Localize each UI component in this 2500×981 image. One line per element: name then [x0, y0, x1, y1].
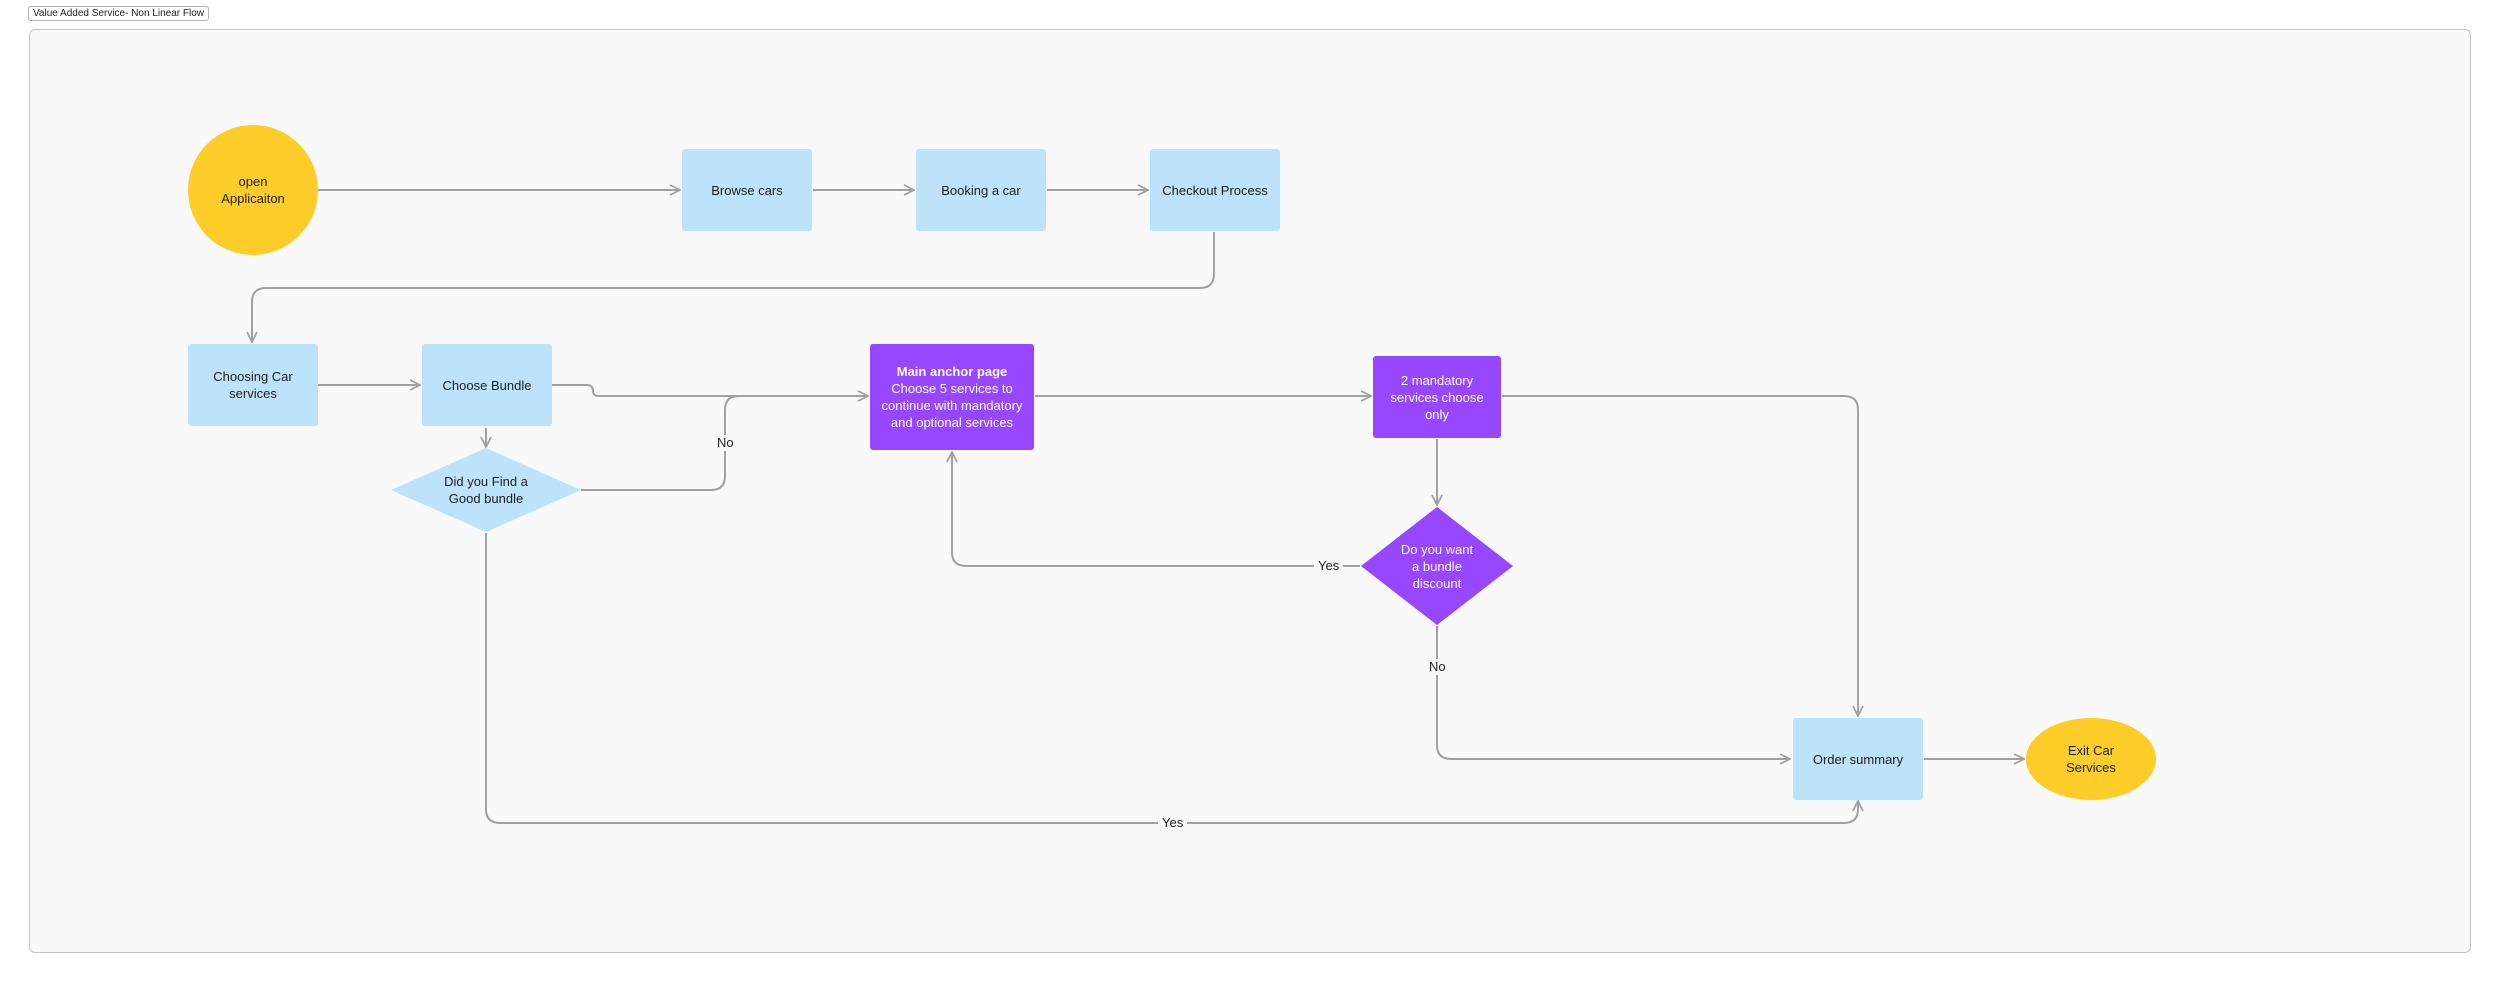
decision-bundle-discount-shape[interactable]: [1361, 507, 1513, 625]
edge-label-yes-discount: Yes: [1314, 558, 1344, 574]
edge-label-no-bundle: No: [713, 435, 738, 451]
node-open-application[interactable]: open Applicaiton: [188, 125, 318, 255]
node-open-application-label: open Applicaiton: [221, 174, 285, 206]
node-choose-bundle[interactable]: Choose Bundle: [422, 344, 552, 426]
node-exit-car-services-label: Exit Car Services: [2066, 743, 2116, 775]
node-booking-a-car-label: Booking a car: [941, 182, 1021, 198]
node-checkout-process-label: Checkout Process: [1162, 182, 1268, 198]
edge-mandatory-to-summary: [1502, 395, 1858, 716]
node-browse-cars-label: Browse cars: [711, 182, 783, 198]
node-choose-bundle-label: Choose Bundle: [442, 377, 532, 393]
node-browse-cars[interactable]: Browse cars: [682, 149, 812, 231]
edge-discount-yes-to-anchor: [952, 452, 1360, 567]
edge-question-yes-to-summary: [485, 533, 1858, 824]
node-exit-car-services[interactable]: Exit Car Services: [2026, 718, 2156, 800]
node-main-anchor-page[interactable]: Main anchor page Choose 5 services to co…: [870, 344, 1034, 450]
node-main-anchor-title: Main anchor page: [896, 364, 1008, 379]
frame-title[interactable]: Value Added Service- Non Linear Flow: [28, 6, 210, 21]
edge-bundle-to-anchor: [551, 384, 868, 396]
node-two-mandatory-label: 2 mandatory services choose only: [1390, 372, 1484, 422]
node-did-you-find-label: Did you Find a Good bundle: [444, 474, 528, 506]
node-order-summary[interactable]: Order summary: [1793, 718, 1923, 800]
node-choosing-car-services[interactable]: Choosing Car services: [188, 344, 318, 426]
node-main-anchor-body: Choose 5 services to continue with manda…: [881, 381, 1023, 430]
node-order-summary-label: Order summary: [1812, 751, 1904, 767]
node-checkout-process[interactable]: Checkout Process: [1150, 149, 1280, 231]
edge-checkout-to-choosing: [252, 232, 1215, 342]
edge-question-no-to-anchor: [581, 395, 740, 491]
edge-discount-no-to-summary: [1436, 626, 1790, 759]
node-booking-a-car[interactable]: Booking a car: [916, 149, 1046, 231]
edge-label-no-discount: No: [1425, 659, 1450, 675]
node-two-mandatory[interactable]: 2 mandatory services choose only: [1373, 356, 1501, 438]
node-choosing-car-services-label: Choosing Car services: [213, 369, 293, 401]
decision-did-you-find-shape[interactable]: [391, 448, 581, 532]
node-bundle-discount-label: Do you want a bundle discount: [1400, 541, 1474, 591]
edge-label-yes-bundle: Yes: [1158, 815, 1188, 831]
